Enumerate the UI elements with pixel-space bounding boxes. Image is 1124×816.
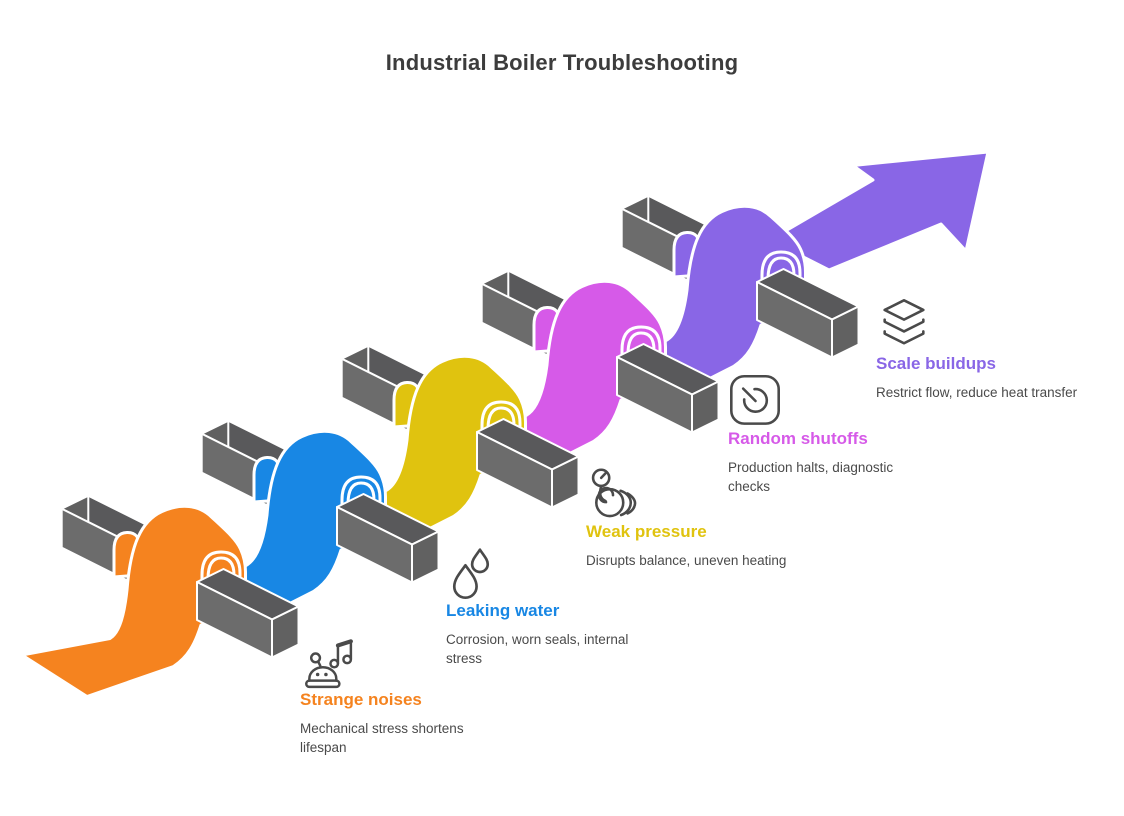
stage-label: Weak pressure — [586, 522, 707, 541]
ribbon-stage-3 — [340, 344, 580, 534]
ribbon-arch — [361, 354, 527, 534]
tunnel-mouth-se-outer — [340, 475, 382, 542]
layers-icon — [883, 299, 925, 345]
stage-item-strange-noises: Strange noises Mechanical stress shorten… — [300, 632, 505, 758]
stage-item-scale-buildups: Scale buildups Restrict flow, reduce hea… — [876, 296, 1124, 403]
stage-item-weak-pressure: Weak pressure Disrupts balance, uneven h… — [586, 466, 846, 571]
tunnel-mouth-se-inner — [626, 331, 656, 394]
ribbon-arch — [20, 504, 247, 698]
stage-description: Corrosion, worn seals, internal stress — [446, 632, 629, 666]
stage-label: Random shutoffs — [728, 429, 868, 448]
page-title: Industrial Boiler Troubleshooting — [385, 50, 739, 75]
ribbon-arch — [501, 279, 667, 459]
ribbon-stage-1 — [20, 494, 300, 698]
tunnel-mouth-se-inner — [206, 556, 236, 619]
tunnel-mouth-se-outer — [760, 250, 802, 317]
pressure-coil-gauge-icon — [591, 468, 637, 518]
stage-label: Leaking water — [446, 601, 560, 620]
ribbon-stage-4 — [480, 269, 720, 459]
ribbon-arch — [641, 204, 807, 384]
stage-description: Restrict flow, reduce heat transfer — [876, 385, 1078, 400]
stage-label: Scale buildups — [876, 354, 996, 373]
obstacle-bar-front-cap — [411, 530, 440, 584]
tunnel-mouth-se-inner — [346, 481, 376, 544]
obstacle-bar-front-cap — [551, 455, 580, 509]
stage-label: Strange noises — [300, 690, 422, 709]
tunnel-mouth-se-outer — [480, 400, 522, 467]
music-notes-robot-icon — [305, 639, 353, 689]
stage-description: Mechanical stress shortens lifespan — [300, 721, 464, 755]
obstacle-bar-front-cap — [271, 605, 300, 659]
tunnel-mouth-se-outer — [620, 325, 662, 392]
restart-dial-icon — [730, 374, 780, 425]
ribbon-arch — [221, 429, 387, 609]
water-drops-icon — [452, 548, 490, 599]
tunnel-mouth-se-inner — [486, 406, 516, 469]
stage-item-random-shutoffs: Random shutoffs Production halts, diagno… — [728, 373, 936, 497]
stage-item-leaking-water: Leaking water Corrosion, worn seals, int… — [446, 543, 664, 669]
tunnel-mouth-se-outer — [200, 550, 242, 617]
obstacle-bar-front-cap — [831, 305, 860, 359]
stage-description: Disrupts balance, uneven heating — [586, 553, 787, 568]
tunnel-mouth-se-inner — [766, 256, 796, 319]
ribbon-stage-5 — [620, 150, 990, 384]
ribbon-stage-2 — [200, 419, 440, 609]
arrow-head — [768, 150, 990, 272]
stage-description: Production halts, diagnostic checks — [728, 460, 894, 494]
obstacle-bar-front-cap — [691, 380, 720, 434]
